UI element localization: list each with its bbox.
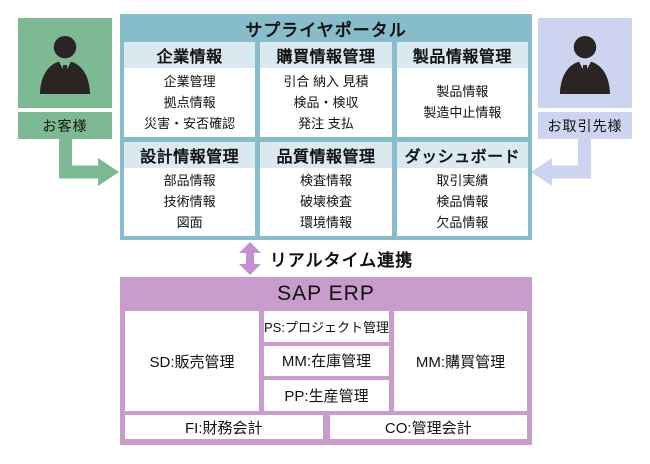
module-items: 取引実績 検品情報 欠品情報 <box>396 167 528 236</box>
supplier-portal-panel: サプライヤポータル 企業情報 企業管理 拠点情報 災害・安否確認 購買情報管理 … <box>120 14 532 240</box>
elbow-arrow-left-icon <box>531 139 591 186</box>
sap-erp-bottom-row: FI:財務会計 CO:管理会計 <box>125 415 527 439</box>
supplier-label: お取引先様 <box>538 112 632 139</box>
module-purchasing-info: 購買情報管理 引合 納入 見積 検品・検収 発注 支払 <box>260 42 392 137</box>
sap-erp-grid: SD:販売管理 PS:プロジェクト管理 MM:在庫管理 PP:生産管理 MM:購… <box>125 311 527 439</box>
module-item: 部品情報 <box>163 173 216 189</box>
sap-erp-panel: SAP ERP SD:販売管理 PS:プロジェクト管理 MM:在庫管理 PP:生… <box>120 277 532 445</box>
module-item: 企業管理 <box>163 73 216 89</box>
erp-module-pp: PP:生産管理 <box>264 380 389 411</box>
module-quality-info: 品質情報管理 検査情報 破壊検査 環境情報 <box>260 141 392 236</box>
module-item: 取引実績 <box>436 173 489 189</box>
module-item: 技術情報 <box>163 194 216 210</box>
module-items: 部品情報 技術情報 図面 <box>124 167 256 236</box>
module-title: 購買情報管理 <box>260 42 392 68</box>
realtime-connector: リアルタイム連携 <box>120 241 532 276</box>
module-item: 環境情報 <box>299 215 352 231</box>
module-company-info: 企業情報 企業管理 拠点情報 災害・安否確認 <box>124 42 256 137</box>
erp-module-mm-purchasing: MM:購買管理 <box>394 311 527 411</box>
portal-grid: 企業情報 企業管理 拠点情報 災害・安否確認 購買情報管理 引合 納入 見積 検… <box>124 42 528 236</box>
module-items: 製品情報 製造中止情報 <box>396 68 528 137</box>
erp-module-co: CO:管理会計 <box>329 415 527 439</box>
erp-module-mm-inventory: MM:在庫管理 <box>264 345 389 377</box>
erp-module-sd: SD:販売管理 <box>125 311 259 411</box>
customer-label: お客様 <box>18 112 112 139</box>
module-title: 企業情報 <box>124 42 256 68</box>
module-items: 引合 納入 見積 検品・検収 発注 支払 <box>260 68 392 137</box>
module-item: 欠品情報 <box>436 215 489 231</box>
module-design-info: 設計情報管理 部品情報 技術情報 図面 <box>124 141 256 236</box>
erp-module-ps: PS:プロジェクト管理 <box>264 311 389 342</box>
erp-module-fi: FI:財務会計 <box>125 415 323 439</box>
module-item: 検品・検収 <box>293 94 359 110</box>
person-icon <box>559 35 611 95</box>
portal-title: サプライヤポータル <box>245 20 407 40</box>
module-item: 図面 <box>176 215 203 231</box>
supplier-icon-box <box>538 18 632 108</box>
module-product-info: 製品情報管理 製品情報 製造中止情報 <box>396 42 528 137</box>
module-item: 製品情報 <box>436 84 489 100</box>
elbow-arrow-right-icon <box>59 139 119 186</box>
module-item: 検査情報 <box>299 173 352 189</box>
module-title: ダッシュボード <box>396 141 528 168</box>
module-item: 発注 支払 <box>298 115 354 131</box>
erp-middle-column: PS:プロジェクト管理 MM:在庫管理 PP:生産管理 <box>264 311 389 411</box>
module-item: 災害・安否確認 <box>144 115 236 131</box>
sap-erp-title: SAP ERP <box>277 282 375 305</box>
module-items: 検査情報 破壊検査 環境情報 <box>260 167 392 236</box>
module-item: 検品情報 <box>436 194 489 210</box>
module-item: 破壊検査 <box>299 194 352 210</box>
module-item: 製造中止情報 <box>423 105 502 121</box>
module-items: 企業管理 拠点情報 災害・安否確認 <box>124 68 256 137</box>
sap-erp-main-row: SD:販売管理 PS:プロジェクト管理 MM:在庫管理 PP:生産管理 MM:購… <box>125 311 527 411</box>
module-dashboard: ダッシュボード 取引実績 検品情報 欠品情報 <box>396 141 528 236</box>
module-title: 品質情報管理 <box>260 141 392 168</box>
module-item: 引合 納入 見積 <box>283 73 369 89</box>
customer-icon-box <box>18 18 112 108</box>
double-headed-vertical-arrow-icon <box>238 242 261 275</box>
realtime-label: リアルタイム連携 <box>269 251 414 270</box>
module-title: 製品情報管理 <box>396 42 528 68</box>
module-title: 設計情報管理 <box>124 141 256 168</box>
module-item: 拠点情報 <box>163 94 216 110</box>
person-icon <box>39 35 91 95</box>
